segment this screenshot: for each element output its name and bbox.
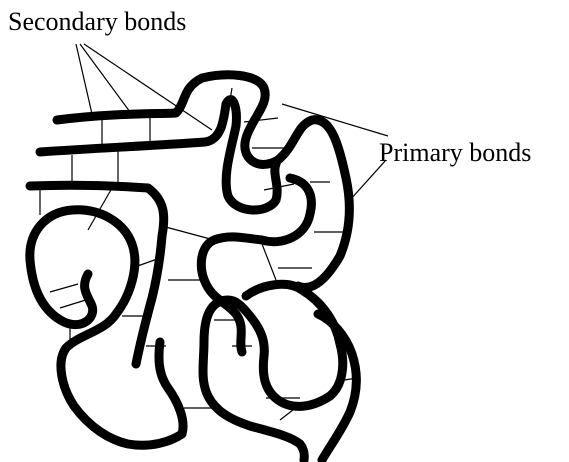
secondary-bond-16: [50, 284, 78, 292]
chain-bottom-right: [203, 284, 343, 460]
primary-leader-2: [350, 160, 386, 200]
secondary-bond-13: [162, 226, 214, 240]
secondary-bond-8: [244, 118, 278, 122]
secondary-leader-1: [76, 44, 92, 114]
secondary-bond-21: [262, 244, 276, 280]
secondary-leader-2: [80, 44, 130, 112]
